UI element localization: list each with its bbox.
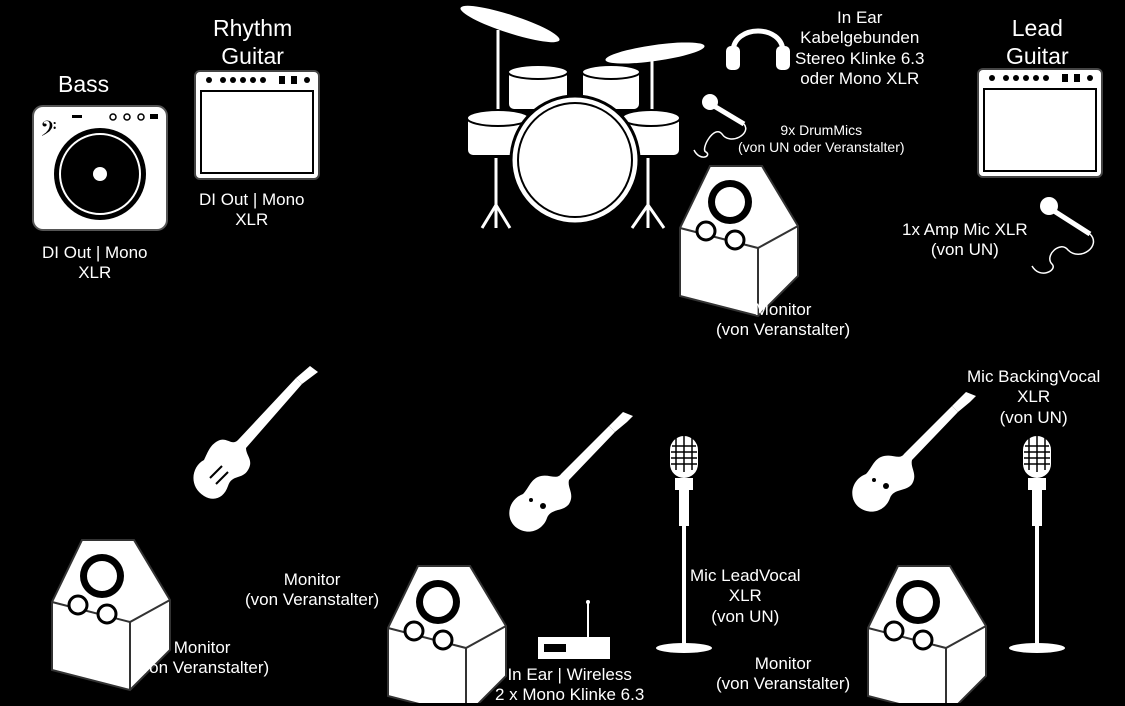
monitor-center-icon xyxy=(386,564,508,703)
headphones-icon xyxy=(726,28,790,70)
svg-text:𝄢: 𝄢 xyxy=(40,117,57,147)
monitor-right-label: Monitor(von Veranstalter) xyxy=(716,654,851,694)
monitor-center-label: Monitor(von Veranstalter) xyxy=(245,570,380,610)
monitor-right-icon xyxy=(866,564,988,703)
drum-kit-icon xyxy=(460,5,705,229)
amp-mic-label: 1x Amp Mic XLR(von UN) xyxy=(902,220,1028,260)
backing-vocal-mic-stand-icon xyxy=(1008,435,1066,654)
lead-guitar-amp-icon xyxy=(977,68,1103,178)
wireless-receiver-icon xyxy=(538,600,610,659)
rhythm-electric-guitar-icon xyxy=(509,412,633,532)
monitor-drums-label: Monitor(von Veranstalter) xyxy=(716,300,851,340)
lead-electric-guitar-icon xyxy=(852,392,976,512)
drum-mic-icon xyxy=(693,94,747,158)
bass-cabinet-icon: 𝄢 xyxy=(32,105,168,231)
monitor-drums-icon xyxy=(678,164,800,318)
monitor-left-label: Monitor(von Veranstalter) xyxy=(135,638,270,678)
drum-mics-label: 9x DrumMics(von UN oder Veranstalter) xyxy=(738,122,905,155)
rhythm-guitar-amp-icon xyxy=(194,70,320,180)
bass-title: Bass xyxy=(58,71,110,97)
amp-mic-icon xyxy=(1031,197,1095,274)
bass-guitar-icon xyxy=(193,366,318,499)
